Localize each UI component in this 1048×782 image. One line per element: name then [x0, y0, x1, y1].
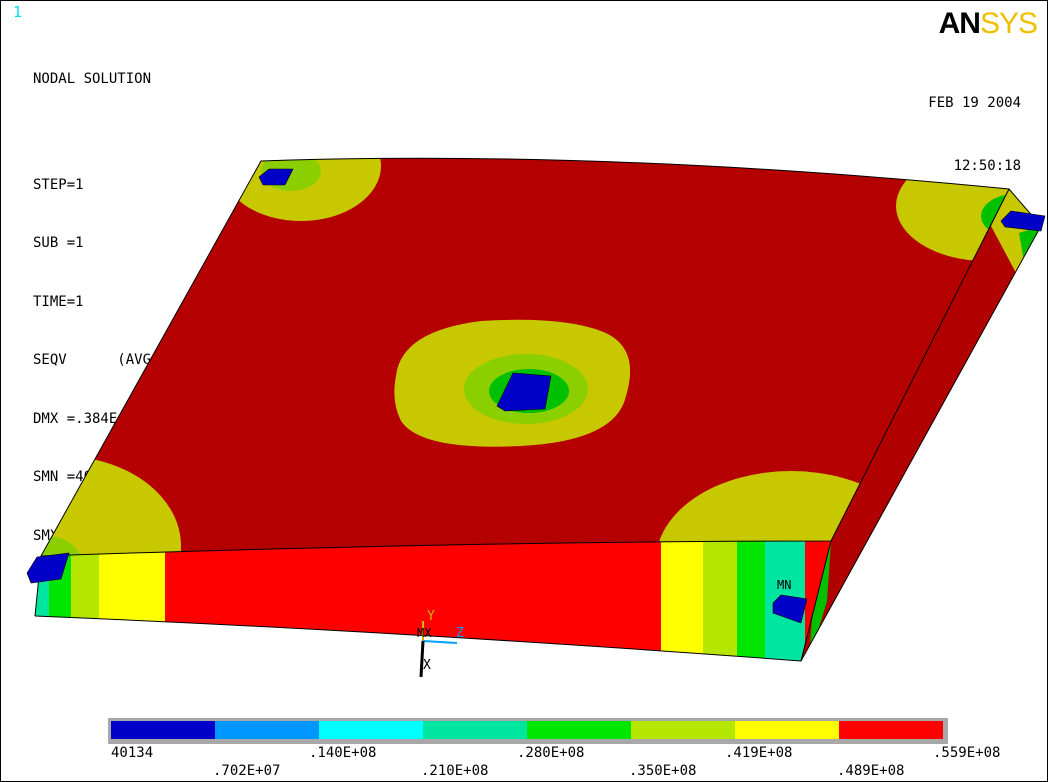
logo-bold: AN [938, 7, 981, 40]
legend-swatch [735, 721, 839, 739]
info-step: STEP=1 [33, 176, 84, 193]
info-sub: SUB =1 [33, 235, 84, 251]
support-pad-top-left [258, 168, 294, 186]
legend-value-label: .210E+08 [421, 763, 488, 779]
legend-value-label: .702E+07 [213, 763, 280, 779]
support-pad-bottom-left [26, 552, 70, 584]
legend-swatch [839, 721, 943, 739]
date-label: FEB 19 2004 [928, 95, 1021, 111]
triad-y-label: Y [427, 609, 435, 624]
mx-label: MX [417, 626, 432, 640]
legend-swatch [319, 721, 423, 739]
solution-title: NODAL SOLUTION [33, 71, 152, 87]
legend-swatch [527, 721, 631, 739]
support-pad-bottom-right [772, 594, 808, 624]
legend-swatch [215, 721, 319, 739]
triad-x-label: X [423, 658, 431, 673]
legend-value-label: .280E+08 [517, 745, 584, 761]
logo-light: SYS [979, 7, 1038, 40]
timestamp: FEB 19 2004 12:50:18 [928, 51, 1021, 219]
ansys-logo: ANSYS [938, 7, 1038, 41]
time-label: 12:50:18 [953, 158, 1021, 174]
legend-swatch [423, 721, 527, 739]
support-pad-top-right [1000, 210, 1046, 232]
window-number: 1 [13, 3, 23, 21]
triad-z-label: Z [456, 626, 464, 641]
legend-swatch [111, 721, 215, 739]
legend-swatch [631, 721, 735, 739]
legend-value-label: .350E+08 [629, 763, 696, 779]
coordinate-triad: Y Z X MX [417, 609, 464, 678]
info-time: TIME=1 [33, 293, 84, 310]
mn-label: MN [777, 578, 791, 592]
legend-value-label: .559E+08 [933, 745, 1000, 761]
legend-value-label: .419E+08 [725, 745, 792, 761]
legend-value-label: 40134 [111, 745, 153, 761]
legend-value-label: .489E+08 [837, 763, 904, 779]
legend-value-label: .140E+08 [309, 745, 376, 761]
support-pad-center [496, 372, 552, 412]
